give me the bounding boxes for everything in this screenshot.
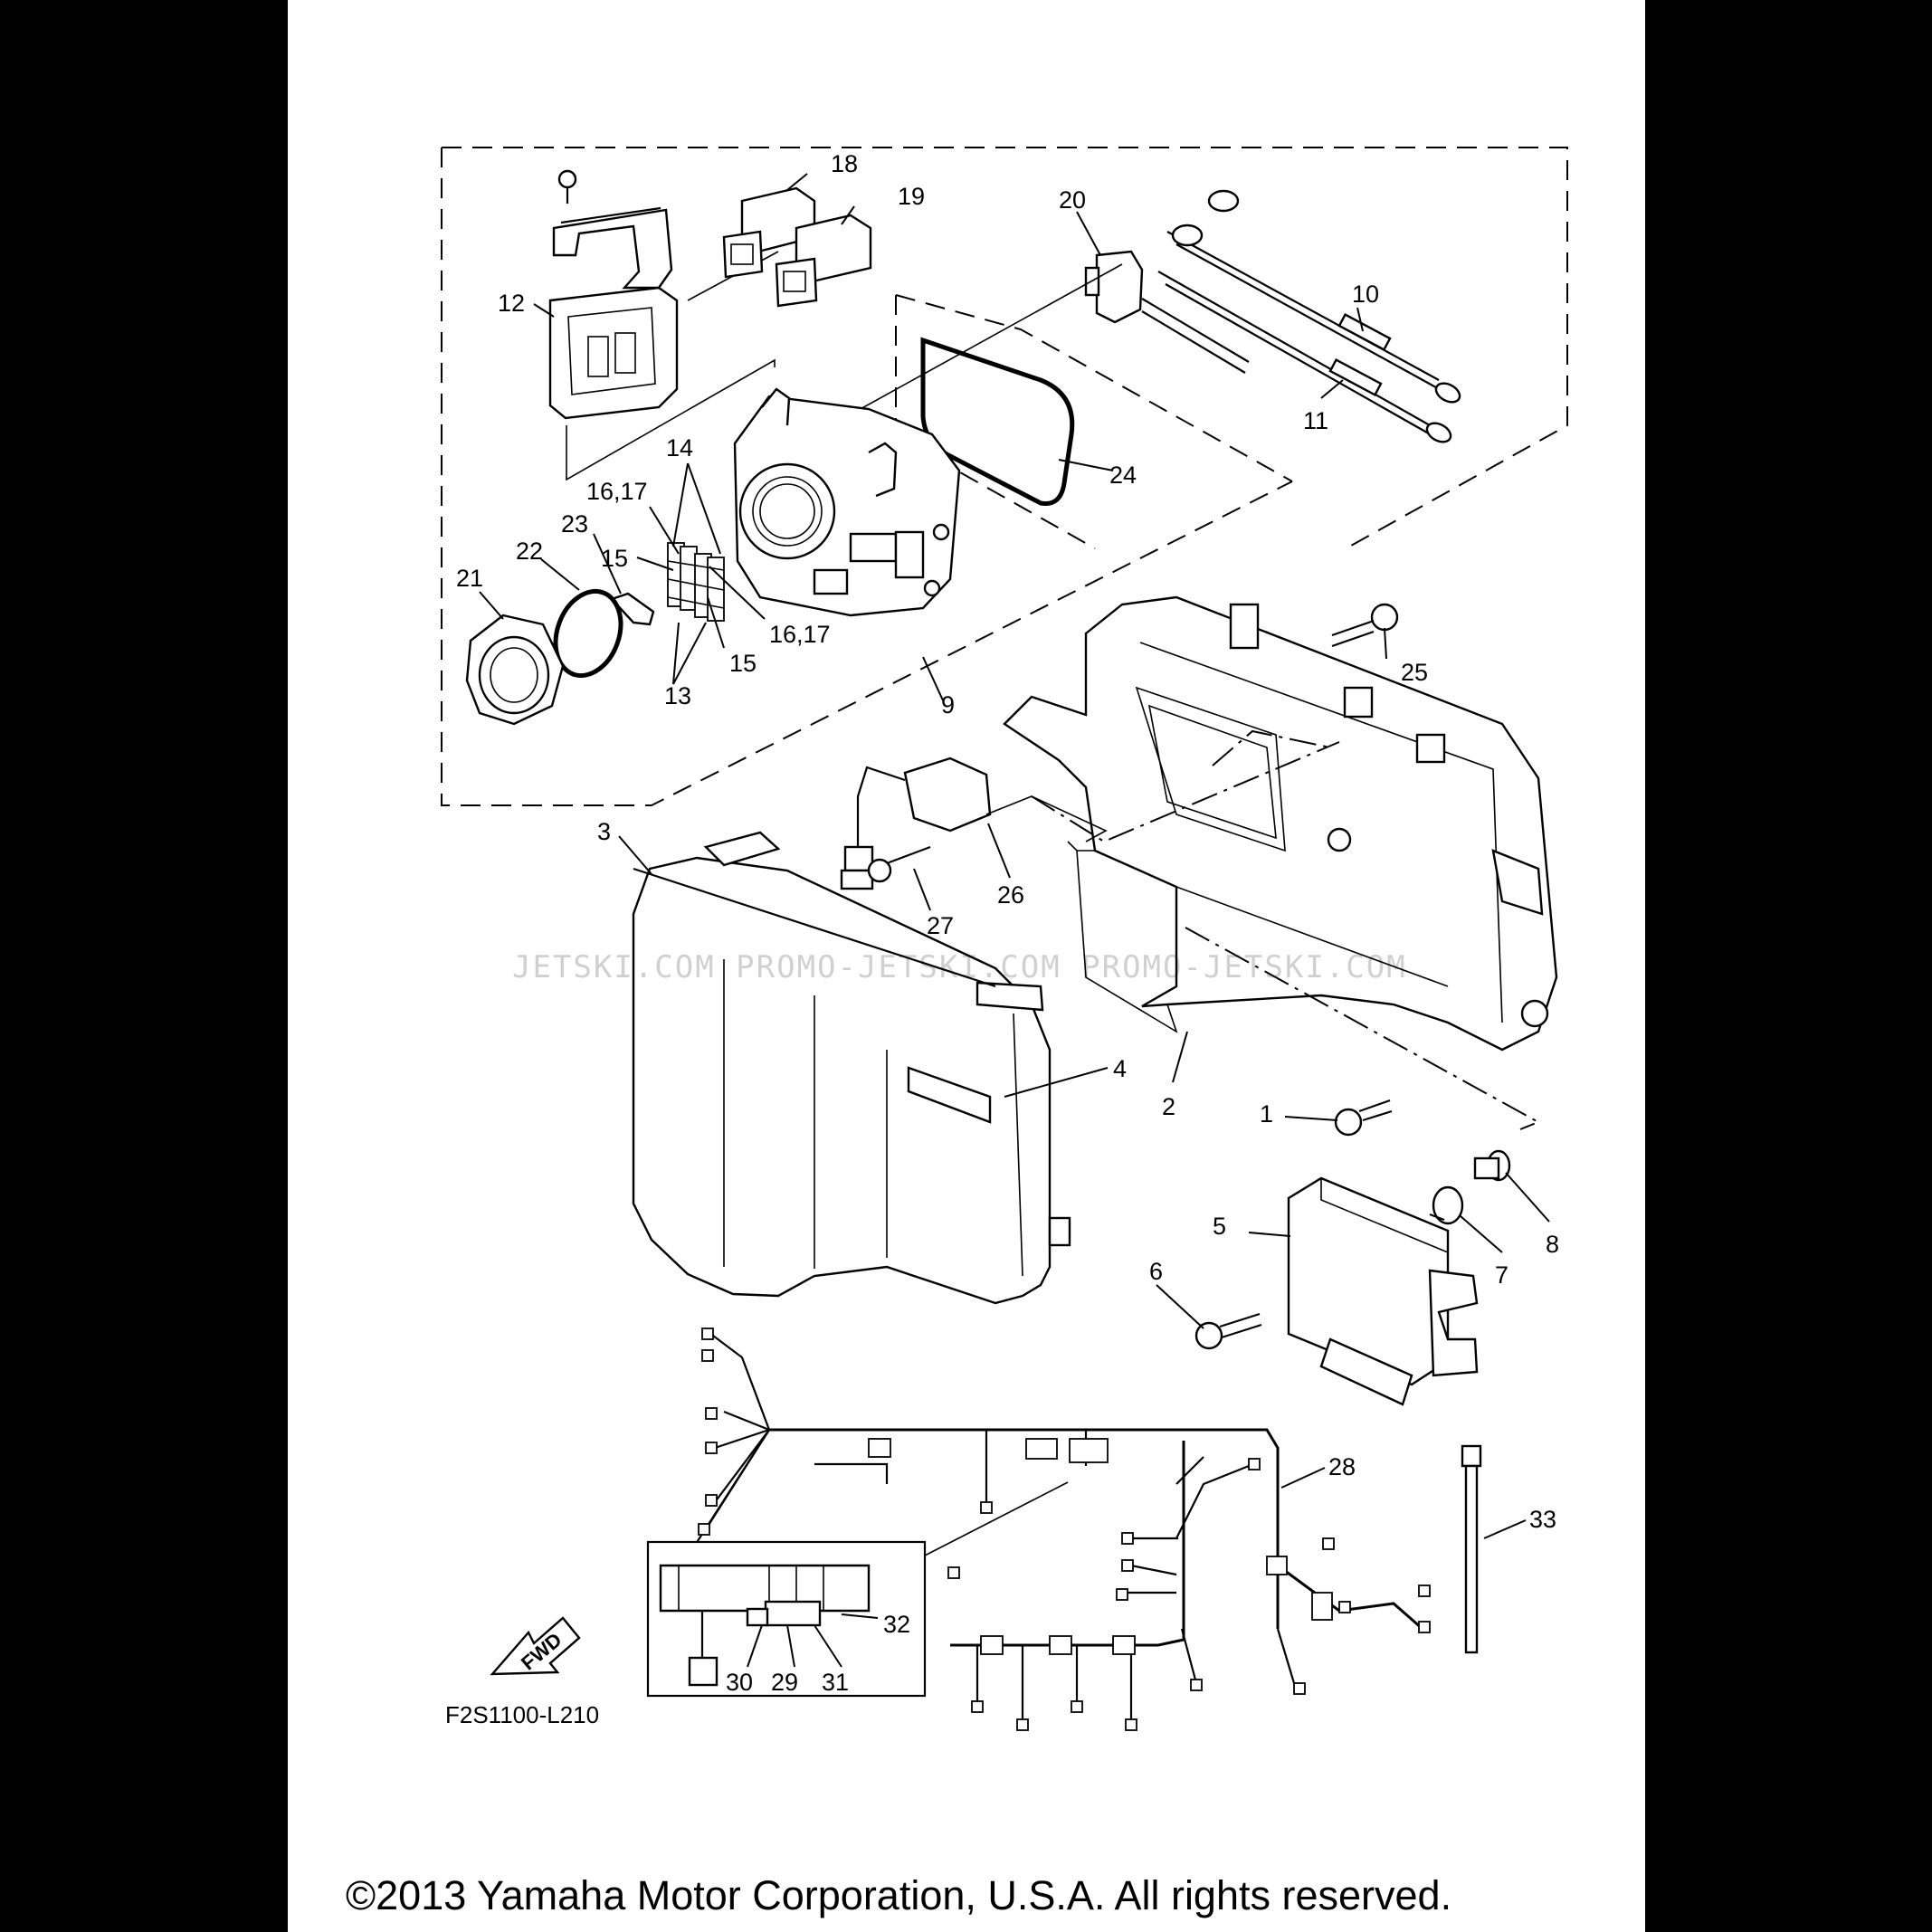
- callout-24: 24: [1109, 462, 1137, 489]
- wire-harness-28[interactable]: [681, 1328, 1431, 1731]
- alignment-line-2: [1185, 927, 1541, 1130]
- callout-21: 21: [456, 565, 483, 592]
- sensor-20[interactable]: [1084, 250, 1144, 324]
- sensor-26[interactable]: [840, 757, 992, 890]
- cable-tie-33[interactable]: [1461, 1444, 1482, 1654]
- screw-27[interactable]: [867, 845, 931, 883]
- throttle-body[interactable]: [733, 387, 961, 617]
- clip-23[interactable]: [609, 592, 655, 626]
- bolt-6[interactable]: [1194, 1312, 1262, 1350]
- callout-29: 29: [771, 1669, 798, 1696]
- ecu-5[interactable]: [1287, 1176, 1479, 1406]
- assembly-outline: [442, 147, 1568, 551]
- callout-14: 14: [666, 434, 693, 462]
- callout-33: 33: [1529, 1506, 1556, 1533]
- callout-25: 25: [1401, 659, 1428, 686]
- callout-27: 27: [927, 912, 954, 939]
- o-ring-22[interactable]: [545, 582, 633, 684]
- callout-16-17b: 16,17: [769, 621, 831, 648]
- callout-1: 1: [1260, 1100, 1273, 1128]
- alignment-line-3: [1212, 729, 1331, 766]
- callout-13: 13: [664, 682, 691, 709]
- callout-15a: 15: [601, 545, 628, 572]
- callout-9: 9: [941, 691, 955, 719]
- cover-12[interactable]: [548, 169, 679, 420]
- callout-4: 4: [1113, 1055, 1127, 1082]
- bolt-1[interactable]: [1334, 1099, 1393, 1137]
- fittings[interactable]: [1141, 189, 1250, 374]
- fwd-arrow: FWD: [490, 1616, 581, 1676]
- callout-28: 28: [1328, 1453, 1356, 1480]
- callout-18: 18: [831, 150, 858, 177]
- callout-19: 19: [898, 183, 925, 210]
- callout-16-17a: 16,17: [586, 478, 648, 505]
- callout-22: 22: [516, 538, 543, 565]
- cable-10[interactable]: [1166, 231, 1463, 406]
- callout-2: 2: [1162, 1093, 1175, 1120]
- copyright-notice: ©2013 Yamaha Motor Corporation, U.S.A. A…: [346, 1872, 1451, 1918]
- callout-15b: 15: [729, 650, 757, 677]
- cable-11[interactable]: [1157, 271, 1454, 446]
- relay-19[interactable]: [775, 214, 872, 308]
- leader-line: [850, 263, 1123, 415]
- connector-stack-13-17[interactable]: [667, 542, 725, 622]
- callout-10: 10: [1352, 281, 1379, 308]
- callout-30: 30: [726, 1669, 753, 1696]
- figure-code: F2S1100-L210: [445, 1701, 599, 1728]
- callout-31: 31: [822, 1669, 849, 1696]
- callout-5: 5: [1213, 1213, 1226, 1240]
- callout-3: 3: [597, 818, 611, 845]
- inner-dashed-frame: [895, 294, 1293, 482]
- inset-detail-box: [646, 1540, 927, 1698]
- callout-20: 20: [1059, 186, 1086, 214]
- inset-leader: [922, 1481, 1069, 1557]
- collar-8[interactable]: [1473, 1149, 1511, 1182]
- callout-leaders: [479, 173, 1550, 1668]
- callout-23: 23: [561, 510, 588, 538]
- box-2[interactable]: [1003, 595, 1558, 1052]
- box-2-tab: [1067, 841, 1095, 852]
- bolt-25[interactable]: [1331, 603, 1399, 648]
- leader-line: [985, 795, 1108, 842]
- callout-8: 8: [1546, 1231, 1559, 1258]
- watermark: JETSKI.COM PROMO-JETSKI.COM PROMO-JETSKI…: [512, 949, 1407, 985]
- grommet-7[interactable]: [1429, 1185, 1464, 1225]
- callout-26: 26: [997, 881, 1024, 909]
- cover-3-rim: [633, 867, 996, 988]
- cap-21[interactable]: [465, 614, 565, 726]
- relay-lines: [566, 358, 776, 481]
- callout-7: 7: [1495, 1261, 1508, 1289]
- callout-6: 6: [1149, 1258, 1163, 1285]
- callout-11: 11: [1303, 407, 1328, 434]
- box-2-flange: [1076, 850, 1178, 1033]
- callout-12: 12: [498, 290, 525, 317]
- callout-32: 32: [883, 1611, 910, 1638]
